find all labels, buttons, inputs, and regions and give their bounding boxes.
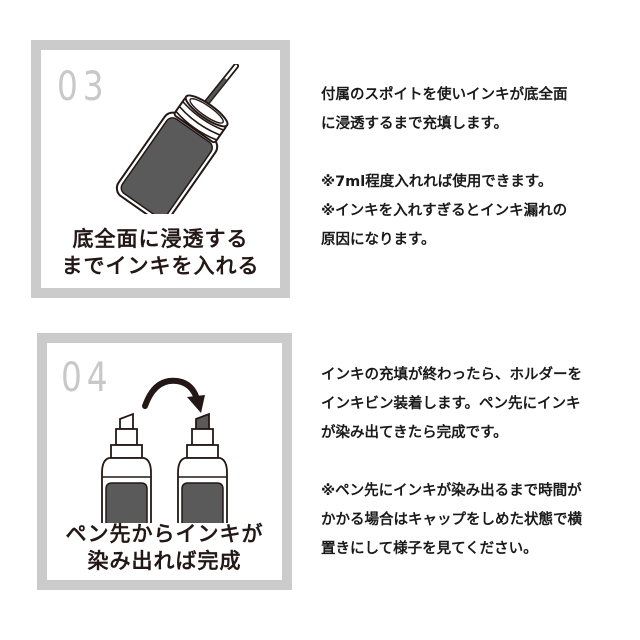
description-line: インキビン装着します。ペン先にインキ	[321, 396, 581, 412]
note-line: かかる場合はキャップをしめた状態で横	[321, 512, 582, 528]
ink-bottle-with-dropper-icon	[115, 64, 239, 214]
note-line: 原因になります。	[321, 232, 436, 248]
note-line: 置きにして様子を見てください。	[321, 541, 538, 557]
description-line: インキの充填が終わったら、ホルダーを	[321, 367, 582, 383]
caption-line-2: までインキを入れる	[61, 254, 260, 278]
marker-after-icon	[177, 412, 228, 523]
step-number: 03	[57, 64, 109, 110]
marker-before-icon	[101, 412, 152, 523]
step-caption: ペン先からインキが 染み出れば完成	[47, 521, 282, 575]
marker-tip-before-after-icon	[101, 377, 228, 523]
note-line: ※7ml程度入れれば使用できます。	[321, 174, 553, 190]
step-04-panel: 04 ペン先からインキが 染み出れば完成	[37, 333, 292, 590]
step-03-description: 付属のスポイトを使いインキが底全面 に浸透するまで充填します。 ※7ml程度入れ…	[321, 81, 621, 255]
description-line: に浸透するまで充填します。	[321, 116, 509, 132]
description-line: 付属のスポイトを使いインキが底全面	[321, 87, 568, 103]
note-line: ※インキを入れすぎるとインキ漏れの	[321, 203, 568, 219]
step-number: 04	[61, 355, 113, 401]
caption-line-2: 染み出れば完成	[87, 549, 242, 573]
note-line: ※ペン先にインキが染み出るまで時間が	[321, 483, 582, 499]
curved-arrow-icon	[142, 377, 200, 409]
step-03-panel: 03 底全面に浸透する までインキを入れる	[31, 40, 290, 298]
caption-line-1: ペン先からインキが	[65, 522, 264, 546]
step-caption: 底全面に浸透する までインキを入れる	[41, 226, 280, 280]
step-04-description: インキの充填が終わったら、ホルダーを インキビン装着します。ペン先にインキ が染…	[321, 361, 621, 564]
description-line: が染み出てきたら完成です。	[321, 425, 508, 441]
caption-line-1: 底全面に浸透する	[72, 227, 249, 251]
